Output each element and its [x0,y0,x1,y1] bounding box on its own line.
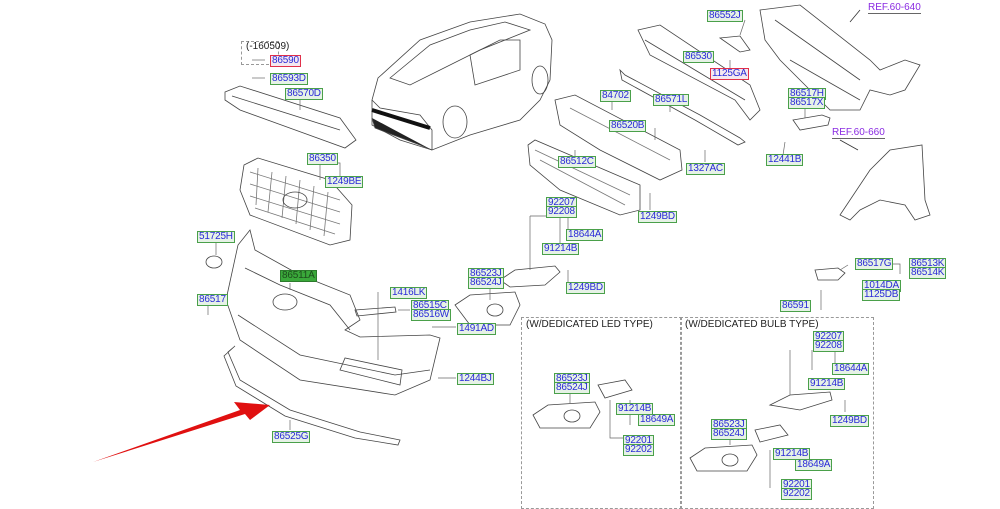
bracket-86552J-drawing [718,35,751,53]
part-label-1249BD-lower[interactable]: 1249BD [566,282,605,294]
led-part-label-91214B[interactable]: 91214B [616,403,654,415]
side-garnish-drawing [354,306,397,317]
part-label-86512C[interactable]: 86512C [558,156,596,168]
part-label-92208[interactable]: 92208 [546,206,577,218]
bulb-part-label-92208[interactable]: 92208 [813,340,844,352]
lower-grille [527,139,641,216]
led-fog-lamp-drawing [532,379,633,429]
fender-drawing [839,144,931,221]
part-label-18644A[interactable]: 18644A [566,229,604,241]
bulb-type-section [680,317,874,509]
bulb-fog-lamp-drawing [689,391,833,472]
bulb-part-label-92202[interactable]: 92202 [781,488,812,500]
part-label-1327AC[interactable]: 1327AC [686,163,725,175]
led-section-title: (W/DEDICATED LED TYPE) [526,319,653,330]
date-range-box [241,41,279,65]
part-label-86593D[interactable]: 86593D [270,73,308,85]
part-label-86571L[interactable]: 86571L [653,94,690,106]
bumper-cover [225,229,441,396]
bulb-part-label-18649A[interactable]: 18649A [795,459,833,471]
side-bracket-drawing [814,267,846,281]
ref-60-640-link[interactable]: REF.60-640 [868,2,921,14]
part-label-86570D[interactable]: 86570D [285,88,323,100]
ref-60-660-link[interactable]: REF.60-660 [832,127,885,139]
part-label-1125DB[interactable]: 1125DB [862,289,901,301]
red-highlight-arrow [93,402,270,462]
bulb-part-label-91214B[interactable]: 91214B [808,378,846,390]
lower-lip-spoiler-drawing [223,345,401,446]
part-label-86350[interactable]: 86350 [307,153,338,165]
part-label-86591[interactable]: 86591 [780,300,811,312]
energy-absorber [554,94,683,181]
upper-grille-trim [224,85,357,149]
bulb-section-title: (W/DEDICATED BULB TYPE) [685,319,819,330]
part-label-1249BD-upper[interactable]: 1249BD [638,211,677,223]
bulb-part-label-86524J[interactable]: 86524J [711,428,747,440]
part-label-86520B[interactable]: 86520B [609,120,647,132]
part-label-86516W[interactable]: 86516W [411,309,452,321]
radiator-grille [239,157,353,246]
date-range-note: (-160509) [246,41,290,52]
part-label-86511A[interactable]: 86511A [280,270,317,282]
part-label-1125GA[interactable]: 1125GA [710,68,749,80]
bracket-86517H-drawing [792,114,831,131]
part-label-86552J[interactable]: 86552J [707,10,743,22]
led-type-section [521,317,682,509]
part-label-86590[interactable]: 86590 [270,55,301,67]
part-label-91214B[interactable]: 91214B [542,243,580,255]
part-label-1249BE[interactable]: 1249BE [325,176,364,188]
beam-stay-drawing [619,68,746,146]
bulb-part-label-1249BD[interactable]: 1249BD [830,415,869,427]
bulb-part-label-91214B-2[interactable]: 91214B [773,448,811,460]
part-label-12441B[interactable]: 12441B [766,154,804,166]
led-part-label-18649A[interactable]: 18649A [638,414,676,426]
bulb-part-label-18644A[interactable]: 18644A [832,363,870,375]
drl-lamp-drawing [499,265,561,288]
radiator-support-drawing [759,4,921,111]
car-illustration [371,13,553,151]
part-label-86517X[interactable]: 86517X [788,97,826,109]
led-part-label-92202[interactable]: 92202 [623,444,654,456]
part-label-86517G[interactable]: 86517G [855,258,894,270]
part-label-86514K[interactable]: 86514K [909,267,947,279]
part-label-86524J[interactable]: 86524J [468,277,504,289]
bumper-beam [637,24,761,121]
part-label-86525G[interactable]: 86525G [272,431,311,443]
led-part-label-86524J[interactable]: 86524J [554,382,590,394]
part-label-1244BJ[interactable]: 1244BJ [457,373,494,385]
fog-lamp-bezel-drawing [454,291,521,326]
part-label-51725H[interactable]: 51725H [197,231,235,243]
part-label-86530[interactable]: 86530 [683,51,714,63]
part-label-1416LK[interactable]: 1416LK [390,287,428,299]
part-label-1491AD[interactable]: 1491AD [457,323,496,335]
part-label-84702[interactable]: 84702 [600,90,631,102]
part-label-86517[interactable]: 86517 [197,294,228,306]
emblem-drawing [205,255,223,269]
